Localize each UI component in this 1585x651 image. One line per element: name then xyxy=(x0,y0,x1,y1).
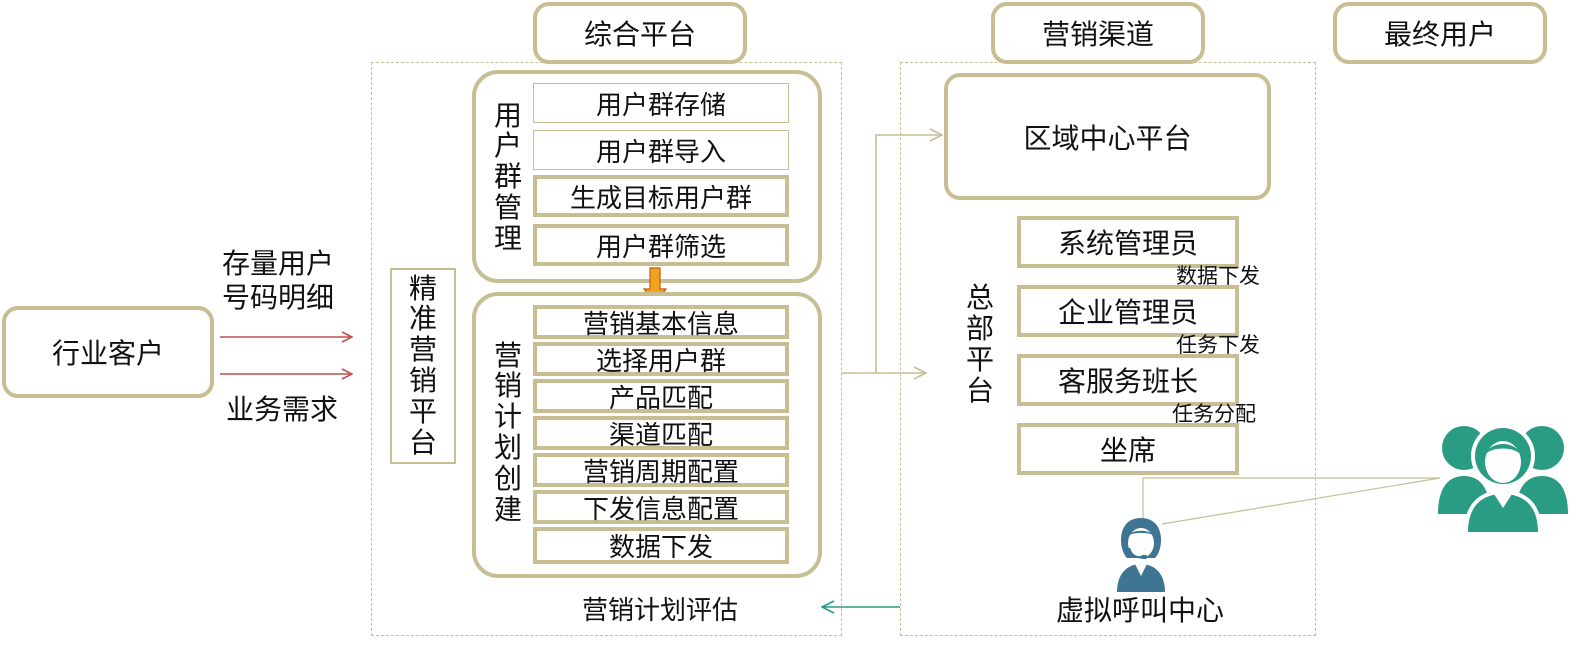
step-label: 营销基本信息 xyxy=(582,309,739,340)
flow-task-dispatch-label: 任务下发 xyxy=(1176,333,1260,357)
step-label: 用户群筛选 xyxy=(595,232,726,263)
header-end-user: 最终用户 xyxy=(1333,2,1547,64)
step-generate-target-group: 生成目标用户群 xyxy=(533,175,789,217)
step-marketing-basic-info: 营销基本信息 xyxy=(533,305,789,340)
step-label: 营销周期配置 xyxy=(582,457,739,488)
step-product-match: 产品匹配 xyxy=(533,379,789,414)
plan-evaluation-label: 营销计划评估 xyxy=(581,595,738,626)
integrated-platform-area xyxy=(371,62,842,636)
header-end-user-label: 最终用户 xyxy=(1383,18,1496,51)
step-label: 用户群导入 xyxy=(595,137,726,168)
hq-platform-title: 总部平台 xyxy=(965,281,994,407)
step-label: 下发信息配置 xyxy=(582,494,739,525)
role-seat: 坐席 xyxy=(1017,423,1239,475)
marketing-channel-area xyxy=(900,62,1316,636)
step-channel-match: 渠道匹配 xyxy=(533,416,789,451)
agent-headset-icon xyxy=(1117,518,1165,592)
header-integrated-platform: 综合平台 xyxy=(533,2,747,64)
step-user-group-filter: 用户群筛选 xyxy=(533,224,789,266)
role-system-admin: 系统管理员 xyxy=(1017,216,1239,268)
user-group-icon xyxy=(1438,424,1568,532)
regional-center-box: 区域中心平台 xyxy=(944,73,1271,200)
header-integrated-platform-label: 综合平台 xyxy=(583,18,696,51)
flow-task-assign-label: 任务分配 xyxy=(1172,402,1256,426)
regional-center-label: 区域中心平台 xyxy=(1023,121,1192,155)
plan-creation-title: 营销计划创建 xyxy=(493,338,522,526)
line-seat-to-user xyxy=(1142,477,1440,522)
line-agent-to-user xyxy=(1161,477,1441,525)
role-label: 企业管理员 xyxy=(1057,296,1198,329)
flow-data-dispatch-label: 数据下发 xyxy=(1176,264,1260,288)
step-label: 渠道匹配 xyxy=(608,420,713,451)
step-cycle-config: 营销周期配置 xyxy=(533,453,789,488)
user-group-mgmt-title-wrap: 用户群管理 xyxy=(490,100,526,255)
precision-marketing-box: 精准营销平台 xyxy=(390,268,456,464)
role-service-leader: 客服务班长 xyxy=(1017,354,1239,406)
call-center-label: 虚拟呼叫中心 xyxy=(1055,594,1224,627)
precision-marketing-label: 精准营销平台 xyxy=(408,271,437,459)
step-label: 数据下发 xyxy=(608,533,713,563)
header-marketing-channel-label: 营销渠道 xyxy=(1041,18,1154,51)
stock-numbers-label: 存量用户号码明细 xyxy=(222,247,335,314)
step-dispatch-info-config: 下发信息配置 xyxy=(533,490,789,525)
role-enterprise-admin: 企业管理员 xyxy=(1017,285,1239,337)
step-label: 生成目标用户群 xyxy=(569,183,752,214)
step-select-user-group: 选择用户群 xyxy=(533,342,789,377)
step-user-group-storage: 用户群存储 xyxy=(533,83,789,123)
industry-client-box: 行业客户 xyxy=(2,306,214,398)
hq-platform-title-wrap: 总部平台 xyxy=(962,280,998,410)
step-label: 用户群存储 xyxy=(595,90,726,121)
role-label: 坐席 xyxy=(1099,434,1156,467)
business-demand-label: 业务需求 xyxy=(226,393,339,426)
step-label: 产品匹配 xyxy=(608,383,713,414)
header-marketing-channel: 营销渠道 xyxy=(991,2,1205,64)
step-user-group-import: 用户群导入 xyxy=(533,130,789,170)
plan-creation-title-wrap: 营销计划创建 xyxy=(490,338,526,528)
arrow-to-regional xyxy=(875,135,942,373)
role-label: 客服务班长 xyxy=(1057,365,1198,398)
industry-client-label: 行业客户 xyxy=(51,337,164,370)
user-group-mgmt-title: 用户群管理 xyxy=(493,98,522,255)
step-data-dispatch: 数据下发 xyxy=(533,527,789,564)
step-label: 选择用户群 xyxy=(595,346,726,377)
role-label: 系统管理员 xyxy=(1057,227,1198,260)
